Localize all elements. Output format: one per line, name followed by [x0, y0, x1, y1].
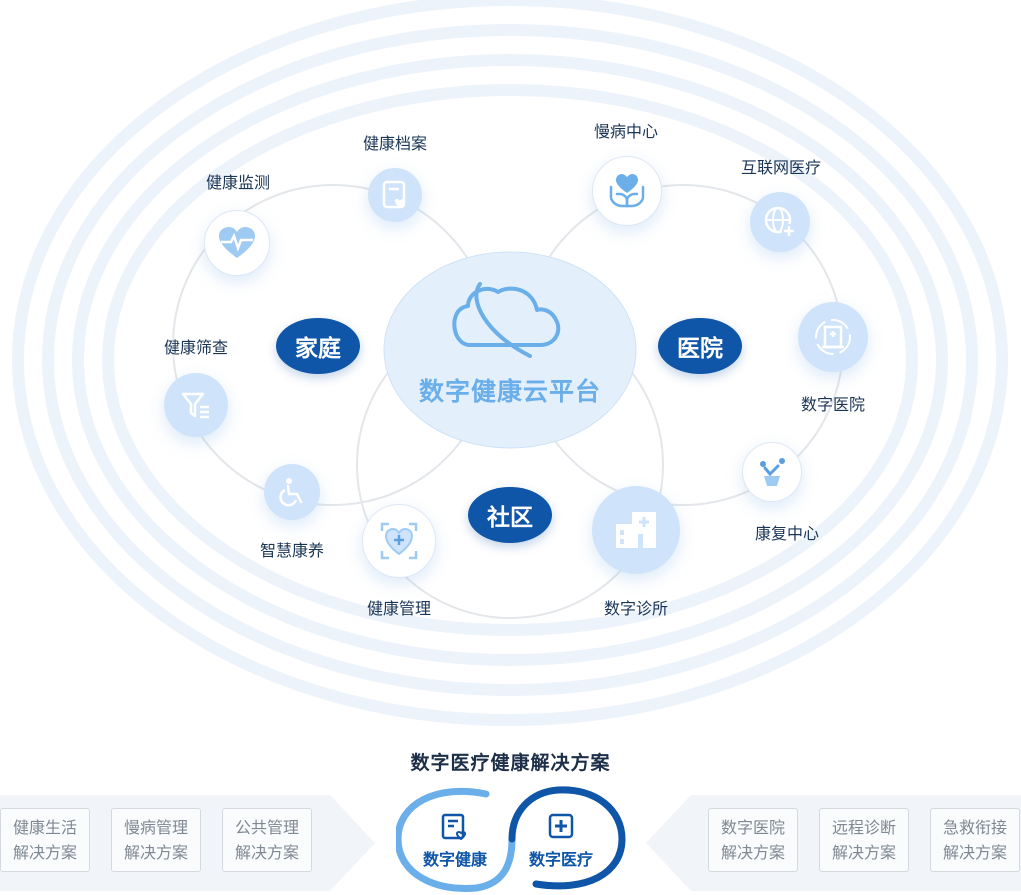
solution-line: 解决方案: [234, 843, 299, 862]
center-platform: [383, 251, 637, 449]
solution-line: 解决方案: [942, 843, 1007, 862]
node-health-record[interactable]: [368, 168, 422, 222]
label-health-screening: 健康筛查: [163, 338, 229, 357]
solutions-title: 数字医疗健康解决方案: [410, 752, 611, 774]
solution-public-management[interactable]: 公共管理 解决方案: [222, 808, 312, 872]
solution-chronic-management[interactable]: 慢病管理 解决方案: [111, 808, 201, 872]
solution-line: 解决方案: [831, 843, 896, 862]
label-smart-care: 智慧康养: [259, 541, 325, 560]
heart-plus-frame-icon: [380, 522, 418, 560]
rehab-person-icon: [760, 458, 785, 486]
node-rehab-center[interactable]: [742, 442, 802, 502]
solution-emergency-link[interactable]: 急救衔接 解决方案: [930, 808, 1020, 872]
hands-heart-icon: [609, 174, 645, 208]
solution-line: 公共管理: [234, 818, 299, 837]
label-digital-hospital: 数字医院: [800, 395, 866, 414]
hospital-building-icon: [815, 319, 851, 355]
node-digital-clinic[interactable]: [592, 486, 680, 574]
label-health-monitor: 健康监测: [205, 173, 271, 192]
health-doc-icon: [440, 812, 470, 842]
chain-label-health: 数字健康: [422, 850, 487, 869]
chain-link-graphic: [396, 786, 626, 893]
chain-label-medical: 数字医疗: [528, 850, 593, 869]
solution-line: 解决方案: [720, 843, 785, 862]
solution-line: 急救衔接: [942, 818, 1007, 837]
globe-plus-icon: [764, 206, 796, 238]
medical-cross-icon: [547, 812, 575, 840]
solution-digital-hospital[interactable]: 数字医院 解决方案: [708, 808, 798, 872]
node-digital-hospital[interactable]: [798, 302, 868, 372]
node-internet-medical[interactable]: [750, 192, 810, 252]
solution-line: 慢病管理: [123, 818, 188, 837]
solution-line: 解决方案: [12, 843, 77, 862]
heart-pulse-icon: [219, 227, 255, 258]
wheelchair-icon: [279, 478, 303, 507]
group-family[interactable]: 家庭: [276, 318, 360, 374]
solution-line: 健康生活: [12, 818, 77, 837]
group-hospital[interactable]: 医院: [658, 318, 742, 374]
node-health-management[interactable]: [362, 504, 436, 578]
platform-title: 数字健康云平台: [418, 377, 601, 406]
label-rehab-center: 康复中心: [754, 524, 820, 543]
node-chronic-center[interactable]: [592, 156, 662, 226]
label-health-management: 健康管理: [366, 599, 432, 618]
clinic-building-icon: [616, 512, 656, 548]
solution-healthy-life[interactable]: 健康生活 解决方案: [0, 808, 90, 872]
document-heart-icon: [382, 180, 406, 209]
cloud-icon: [452, 282, 561, 358]
node-health-monitor[interactable]: [204, 210, 270, 276]
label-chronic-center: 慢病中心: [593, 122, 659, 141]
label-internet-medical: 互联网医疗: [740, 158, 822, 177]
solution-line: 远程诊断: [831, 818, 896, 837]
solution-line: 解决方案: [123, 843, 188, 862]
solution-line: 数字医院: [720, 818, 785, 837]
label-digital-clinic: 数字诊所: [603, 599, 669, 618]
group-community[interactable]: 社区: [468, 487, 552, 543]
solution-remote-diagnosis[interactable]: 远程诊断 解决方案: [819, 808, 909, 872]
label-health-record: 健康档案: [362, 134, 428, 153]
concentric-rings: [12, 0, 1008, 726]
node-smart-care[interactable]: [264, 464, 320, 520]
node-health-screening[interactable]: [164, 373, 228, 437]
filter-icon: [181, 392, 209, 419]
